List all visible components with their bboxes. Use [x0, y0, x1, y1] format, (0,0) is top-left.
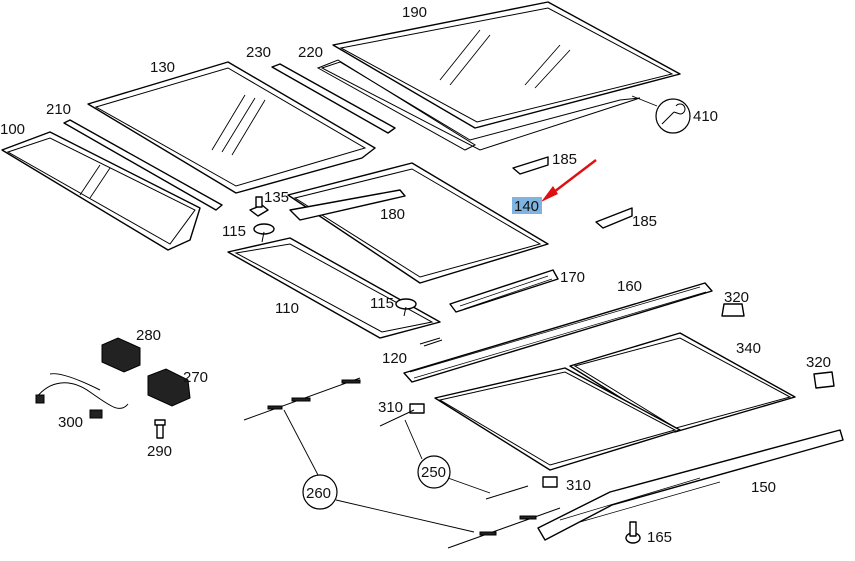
part-roller-blind-front[interactable]: [434, 367, 681, 471]
part-185-hinge-a[interactable]: [512, 156, 549, 175]
callout-185-b: 185: [632, 213, 657, 230]
callout-260: 260: [306, 485, 331, 502]
callout-115-a: 115: [222, 223, 246, 240]
callout-110: 110: [275, 300, 299, 317]
callout-250: 250: [421, 464, 446, 481]
wrench-icon: [655, 98, 691, 134]
callout-135: 135: [264, 189, 289, 206]
callout-310-b: 310: [566, 477, 591, 494]
callout-410: 410: [693, 108, 718, 125]
callout-180: 180: [380, 206, 405, 223]
part-210-strip[interactable]: [63, 119, 223, 211]
part-280-motor[interactable]: [101, 337, 141, 373]
highlight-arrow: [541, 159, 597, 202]
callout-150: 150: [751, 479, 776, 496]
callout-185-a: 185: [552, 151, 577, 168]
callout-230: 230: [246, 44, 271, 61]
part-180-frame[interactable]: [287, 162, 549, 284]
part-190-rear-glass[interactable]: [320, 1, 681, 151]
part-260-cables[interactable]: [243, 377, 561, 549]
callout-320-b: 320: [806, 354, 831, 371]
highlight-box-140: [512, 197, 542, 214]
callout-300: 300: [58, 414, 83, 431]
callout-320-a: 320: [724, 289, 749, 306]
part-320-bracket-a[interactable]: [721, 303, 745, 317]
callout-165: 165: [647, 529, 672, 546]
callout-210: 210: [46, 101, 71, 118]
callout-120: 120: [382, 350, 407, 367]
callout-340: 340: [736, 340, 761, 357]
part-270-motor[interactable]: [147, 368, 191, 407]
part-110-seal-frame[interactable]: [227, 237, 441, 339]
part-310-a[interactable]: [379, 403, 425, 427]
callout-270: 270: [183, 369, 208, 386]
part-250-cable[interactable]: [404, 419, 529, 500]
part-310-b[interactable]: [542, 476, 558, 488]
part-115-clip-a[interactable]: [253, 223, 275, 243]
part-170-rail[interactable]: [449, 269, 559, 313]
callout-140: 140: [514, 198, 539, 215]
part-165-screw[interactable]: [625, 521, 641, 544]
callout-290: 290: [147, 443, 172, 460]
part-320-bracket-b[interactable]: [813, 371, 835, 389]
part-100-wind-deflector[interactable]: [1, 131, 201, 251]
callout-160: 160: [617, 278, 642, 295]
part-130-front-glass[interactable]: [87, 61, 376, 194]
callout-130: 130: [150, 59, 175, 76]
part-290-bolt[interactable]: [154, 419, 166, 439]
part-220-seal[interactable]: [316, 59, 477, 151]
part-185-hinge-b[interactable]: [595, 207, 633, 229]
callout-100: 100: [0, 121, 25, 138]
callout-115-b: 115: [370, 295, 394, 312]
callout-310-a: 310: [378, 399, 403, 416]
part-115-clip-b[interactable]: [395, 298, 417, 317]
part-160-guide-rail[interactable]: [403, 282, 713, 383]
callout-220: 220: [298, 44, 323, 61]
part-150-side-frame[interactable]: [537, 429, 844, 541]
callout-280: 280: [136, 327, 161, 344]
callout-190: 190: [402, 4, 427, 21]
callout-170: 170: [560, 269, 585, 286]
part-300-harness[interactable]: [35, 373, 129, 419]
part-230-strip[interactable]: [271, 63, 396, 134]
part-135-bolt[interactable]: [249, 196, 269, 217]
part-120-spring[interactable]: [419, 337, 443, 347]
leader-lines: [631, 95, 658, 107]
